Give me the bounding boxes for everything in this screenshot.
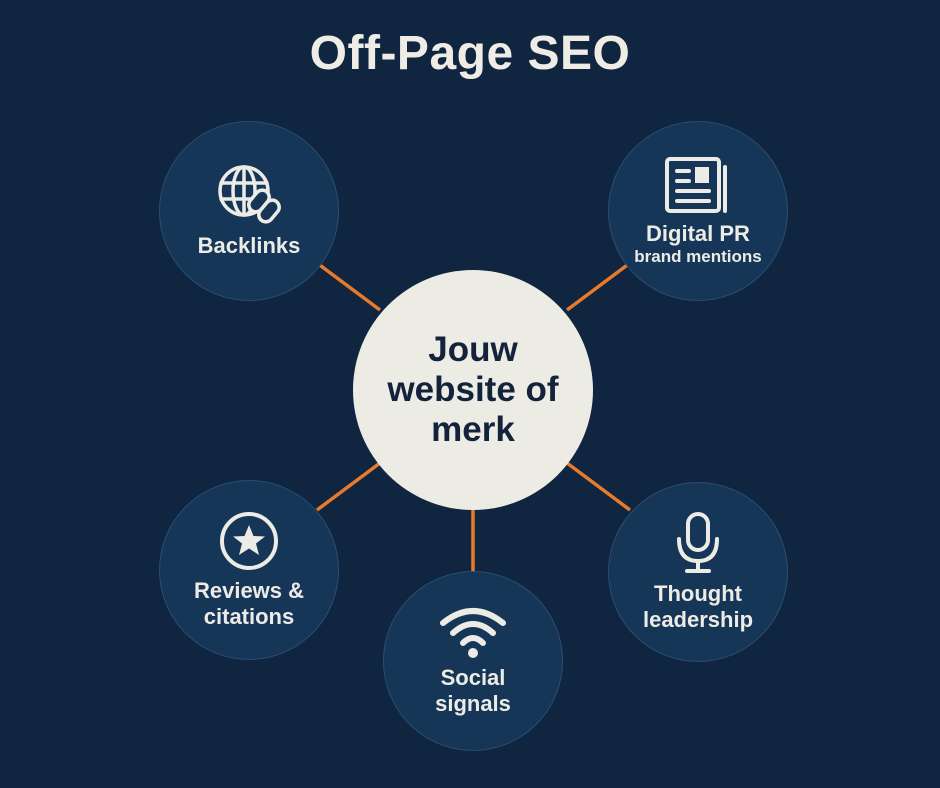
node-label: Digital PR	[646, 221, 750, 246]
diagram-title: Off-Page SEO	[309, 27, 631, 80]
node-label-line-2: citations	[203, 604, 295, 629]
connector-thought	[565, 461, 632, 512]
node-label-line-2: signals	[435, 691, 511, 716]
star-circle-icon	[220, 512, 278, 570]
node-label-line-1: Social	[440, 665, 506, 690]
wifi-signal-icon	[440, 608, 506, 658]
node-label: Backlinks	[197, 233, 301, 258]
node-social: Social signals	[383, 571, 563, 751]
node-reviews: Reviews & citations	[159, 480, 339, 660]
center-line-2: website of	[387, 370, 559, 409]
center-line-3: merk	[431, 410, 515, 449]
node-thought-leadership: Thought leadership	[608, 482, 788, 662]
center-line-1: Jouw	[428, 330, 518, 369]
node-sublabel: brand mentions	[634, 247, 762, 266]
node-digital-pr: Digital PR brand mentions	[608, 121, 788, 301]
connector-backlinks	[315, 261, 382, 312]
connector-digital-pr	[565, 261, 632, 312]
node-label-line-1: Thought	[654, 581, 742, 606]
newspaper-icon	[665, 157, 727, 213]
connector-reviews	[315, 461, 382, 512]
center-node: Jouw website of merk	[353, 270, 593, 510]
node-label-line-1: Reviews &	[193, 578, 305, 603]
node-backlinks: Backlinks	[159, 121, 339, 301]
node-label-line-2: leadership	[642, 607, 754, 632]
microphone-icon	[677, 512, 719, 573]
globe-link-icon	[218, 165, 281, 224]
